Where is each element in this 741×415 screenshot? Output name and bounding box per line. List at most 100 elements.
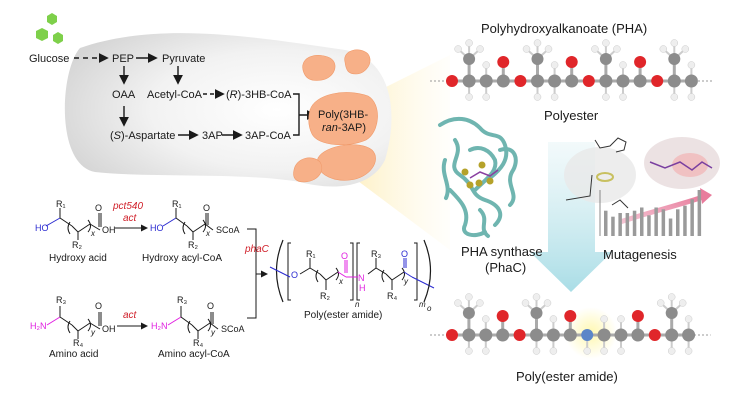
carbon-atom [479,328,493,342]
carbon-atom [462,307,475,319]
o-label: O [207,301,214,311]
hydrogen-atom [681,45,690,53]
pha-molecule [430,39,714,101]
oxygen-atom [564,310,577,322]
hydrogen-atom [454,45,462,53]
phac-bracket-arrow [247,228,266,319]
h2n-label: H₂N [151,321,168,331]
poly-3hb-3ap-label: Poly(3HB- [318,109,368,121]
oxygen-atom [496,310,509,322]
poly-ester-amide-structure [269,239,435,303]
carbon-atom [531,53,544,65]
o-ester-label: O [291,270,298,280]
mutagenesis-bar [618,213,622,236]
x-subscript: x [90,229,96,238]
carbon-atom [682,328,696,342]
amino-acyl-coa-structure [167,306,219,339]
pha-synthase-protein [438,116,518,238]
hydrogen-atom [465,93,473,101]
hydrogen-atom [532,347,541,355]
hydrogen-atom [550,61,559,69]
poly-3hb-3ap-label-2: ran-3AP) [322,122,366,134]
carbon-atom [631,328,645,342]
oxygen-atom [648,329,661,341]
r2-label: R₂ [72,240,82,250]
docked-ligand [649,161,713,171]
mutagenesis-bar [604,210,608,236]
ho-label: HO [35,223,49,233]
residue-sticks [565,137,629,209]
carbon-atom [633,74,647,88]
oxygen-atom [446,329,458,341]
carbon-atom [599,74,613,88]
nitrogen-atom [581,329,594,341]
hydrogen-atom [533,39,542,47]
mutagenesis-bar [632,210,637,236]
y-subscript: y [90,328,96,337]
pocket-highlight [672,153,708,177]
carbon-atom [563,328,577,342]
carbon-atom [599,53,612,65]
hydrogen-atom [465,39,473,47]
hydrogen-atom [550,93,559,101]
improvement-arrowhead [700,188,712,204]
poly-ester-amide-molecule [430,293,711,355]
carbon-atom [530,328,543,342]
carbon-atom [530,307,543,319]
r2-label: R₂ [320,291,330,301]
o-label: O [95,203,102,213]
mutagenesis-bar [697,190,702,236]
r3-label: R₃ [56,295,66,305]
hydrogen-atom [670,39,679,47]
oxygen-atom [513,329,526,341]
ligand [469,169,499,179]
carbon-atom [665,328,679,342]
hydrogen-atom [476,299,484,307]
mutagenesis-bar [683,205,687,236]
hydrogen-atom [602,93,610,101]
carbon-atom [496,74,510,88]
hydroxy-acyl-coa-label: Hydroxy acyl-CoA [142,253,222,264]
carbon-atom [462,74,476,88]
enzyme-phac: phaC [244,244,270,255]
hydrogen-atom [476,45,484,53]
acetyl-coa-label: Acetyl-CoA [147,89,203,101]
oxygen-atom [634,56,647,68]
o-label: O [401,249,408,259]
pha-synthase-label: PHA synthase [461,244,543,259]
o-label: O [341,251,348,261]
polyester-label: Polyester [544,108,599,123]
r4-label: R₄ [387,291,397,301]
carbon-atom [548,74,562,88]
enzyme-act: act [123,310,138,321]
hydrogen-atom [619,93,627,101]
r1-label: R₁ [172,199,182,209]
carbon-atom [565,74,579,88]
active-site-spheres [461,161,494,189]
oaa-label: OAA [112,89,136,101]
amino-acid-structure [46,306,102,339]
o-label: O [203,203,210,213]
carbon-atom [546,328,560,342]
r3-label: R₃ [371,249,381,259]
pyruvate-label: Pyruvate [162,53,205,65]
hydrogen-atom [522,45,531,53]
y-subscript: y [210,328,216,337]
carbon-atom [496,328,510,342]
oxygen-atom [651,75,664,87]
mutagenesis-bar [676,209,680,236]
carbon-atom [462,328,476,342]
poly-ester-amide-label: Poly(ester amide) [516,369,618,384]
r2-label: R₂ [188,240,198,250]
enzyme-pct540: pct540 [112,201,143,212]
hydrogen-atom [544,45,553,53]
hydrogen-atom [549,347,558,355]
scoa-label: SCoA [221,324,245,334]
mutagenesis-bars [599,190,702,236]
carbon-atom [597,328,611,342]
oh-label: OH [102,225,116,235]
hydrogen-atom [465,293,473,301]
carbon-atom [463,53,476,65]
x-subscript: x [338,277,344,286]
